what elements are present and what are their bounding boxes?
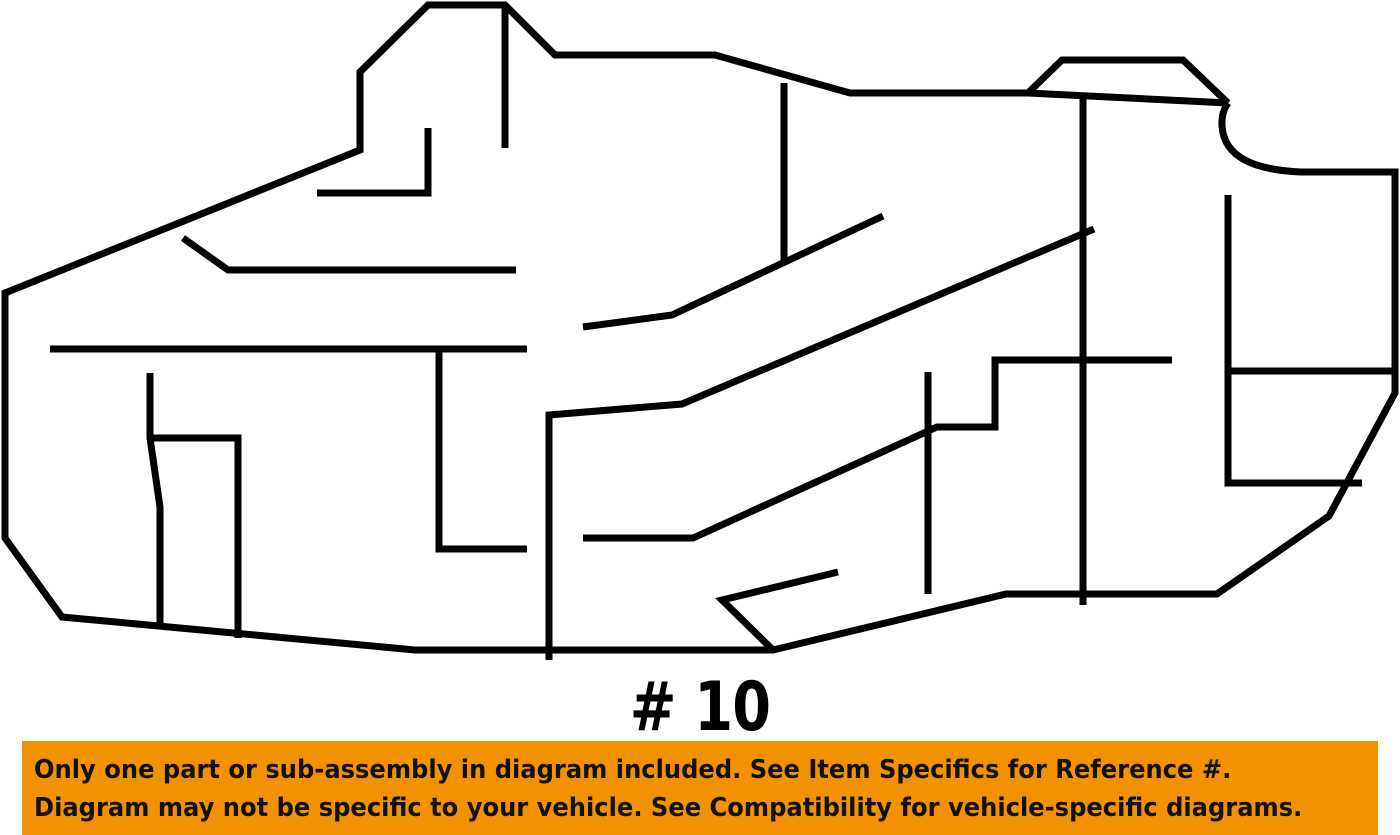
part-edge (1224, 195, 1362, 487)
disclaimer-line-1: Only one part or sub-assembly in diagram… (34, 755, 1232, 785)
part-outline-curve (1218, 101, 1301, 176)
disclaimer-banner: Only one part or sub-assembly in diagram… (22, 741, 1378, 835)
disclaimer-line-2: Diagram may not be specific to your vehi… (34, 793, 1303, 823)
part-edge (715, 568, 839, 653)
part-edge (317, 128, 432, 197)
part-outline-edge (1027, 89, 1229, 107)
part-edge (180, 235, 516, 274)
part-edge (435, 349, 527, 553)
part-outline (1, 1, 1399, 654)
part-edge (583, 356, 1172, 542)
reference-number-label: # 10 (629, 668, 771, 747)
part-edge (582, 212, 885, 331)
parts-outline-diagram (1, 1, 1399, 660)
part-edge (146, 373, 164, 625)
part-edge (545, 225, 1096, 660)
part-edge (150, 434, 242, 638)
